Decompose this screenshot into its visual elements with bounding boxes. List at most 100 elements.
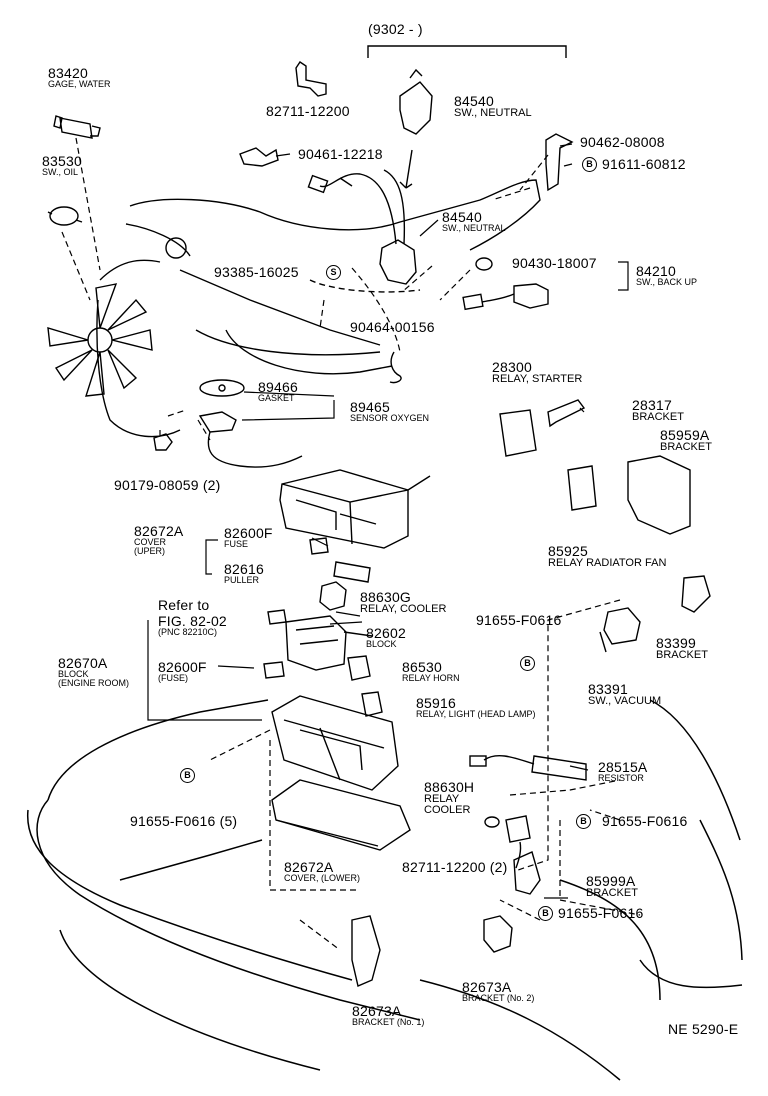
nut-90179: [153, 433, 173, 451]
puller-82616: [333, 561, 371, 583]
backup-switch-part: [462, 257, 549, 311]
part-desc-2: (ENGINE ROOM): [58, 678, 129, 688]
bracket-28317: [547, 399, 586, 428]
callout-89466: 89466 GASKET: [258, 380, 298, 403]
part-desc: FUSE: [224, 539, 249, 549]
part-number: 85959A: [660, 427, 710, 443]
callout-28317: 28317 BRACKET: [632, 398, 684, 423]
callout-82673a-no2: 82673A BRACKET (No. 2): [462, 980, 534, 1003]
callout-93385-16025: 93385-16025: [214, 264, 299, 280]
callout-refer-to: Refer to: [158, 597, 210, 613]
part-number: 28300: [492, 359, 532, 375]
callout-82672a-upper: 82672A COVER (UPER): [134, 524, 183, 556]
part-number: 88630G: [360, 589, 412, 605]
callout-91655-f0616-d: 91655-F0616: [558, 905, 644, 921]
part-number: 83420: [48, 65, 88, 81]
part-number: FIG. 82-02: [158, 613, 227, 629]
bolt-marker-icon: B: [538, 906, 553, 921]
callout-84540-lower: 84540 SW., NEUTRAL: [442, 210, 506, 233]
callout-90462-08008: 90462-08008: [580, 134, 665, 150]
part-desc: SW., BACK UP: [636, 277, 698, 287]
part-number: 28515A: [598, 759, 648, 775]
part-desc: BLOCK: [58, 669, 89, 679]
part-number: 85916: [416, 695, 456, 711]
callout-90179-08059: 90179-08059 (2): [114, 477, 221, 493]
part-number: 28317: [632, 397, 672, 413]
callout-leaders: [147, 143, 629, 899]
bracket-83399: [681, 575, 711, 613]
leader-lines-dashed: [61, 137, 641, 951]
bracket-no2: [483, 915, 513, 953]
part-desc: SW., NEUTRAL: [454, 107, 532, 119]
oil-switch-part: [47, 206, 83, 226]
part-desc: PULLER: [224, 575, 260, 585]
callout-86530: 86530 RELAY HORN: [402, 660, 460, 683]
cover-lower-part: [271, 779, 411, 851]
part-number: 82673A: [352, 1003, 402, 1019]
part-number: 89465: [350, 399, 390, 415]
fuse-82600f: [309, 537, 329, 555]
part-desc: BRACKET: [660, 441, 712, 453]
callout-82672a-lower: 82672A COVER, (LOWER): [284, 860, 360, 883]
callout-90464-00156: 90464-00156: [350, 319, 435, 335]
part-number: 83530: [42, 153, 82, 169]
part-number: 89466: [258, 379, 298, 395]
callout-91655-f0616-a: 91655-F0616: [476, 612, 562, 628]
part-desc-2: COOLER: [424, 804, 471, 816]
callout-82616: 82616 PULLER: [224, 562, 264, 585]
fuse-small-2: [267, 609, 287, 625]
relay-88630g: [319, 581, 347, 611]
part-desc: COVER, (LOWER): [284, 873, 361, 883]
part-desc: (FUSE): [158, 673, 188, 683]
oxygen-sensor-part: [198, 379, 303, 468]
part-number: 84540: [454, 93, 494, 109]
part-desc: RELAY, LIGHT (HEAD LAMP): [416, 709, 536, 719]
resistor-28515a: [469, 754, 587, 781]
callout-82600f-fuse-b: 82600F (FUSE): [158, 660, 207, 683]
bracket-85999a: [513, 851, 541, 895]
part-desc: BRACKET (No. 1): [352, 1017, 425, 1027]
footer-code: NE 5290-E: [668, 1021, 739, 1037]
callout-82711-12200: 82711-12200: [266, 103, 350, 119]
callout-90461-12218: 90461-12218: [298, 146, 383, 162]
fan-drawing: [47, 283, 153, 397]
callout-83391: 83391 SW., VACUUM: [588, 682, 661, 707]
callout-83420: 83420 GAGE, WATER: [48, 66, 111, 89]
callout-91655-f0616-c: 91655-F0616: [602, 813, 688, 829]
part-desc: SW., NEUTRAL: [442, 223, 506, 233]
bolt-marker-icon: B: [180, 768, 195, 783]
part-desc: GAGE, WATER: [48, 79, 111, 89]
callout-90430-18007: 90430-18007: [512, 255, 597, 271]
part-desc: SW., OIL: [42, 167, 79, 177]
callout-82600f-fuse: 82600F FUSE: [224, 526, 273, 549]
callout-28515a: 28515A RESISTOR: [598, 760, 647, 783]
part-desc: GASKET: [258, 393, 295, 403]
part-desc: RELAY RADIATOR FAN: [548, 557, 667, 569]
bracket-82711: [295, 61, 327, 97]
engine-outline: [96, 179, 541, 438]
part-desc: RELAY: [424, 793, 460, 805]
part-desc: RESISTOR: [598, 773, 644, 783]
relay-radiator-fan: [567, 465, 597, 511]
header-bracket: [367, 45, 567, 58]
part-number: 84540: [442, 209, 482, 225]
part-desc: BRACKET: [586, 887, 638, 899]
fuse-82600f-b: [263, 661, 285, 679]
callout-89465: 89465 SENSOR OXYGEN: [350, 400, 429, 423]
part-number: 82600F: [158, 659, 207, 675]
part-number: 83391: [588, 681, 628, 697]
callout-83530: 83530 SW., OIL: [42, 154, 82, 177]
part-number: 86530: [402, 659, 442, 675]
bracket-90462: [545, 133, 574, 192]
part-desc-2: (UPER): [134, 546, 165, 556]
part-number: 82672A: [134, 523, 184, 539]
neutral-switch-lower: [307, 169, 417, 285]
relay-starter: [499, 409, 537, 457]
callout-82673a-no1: 82673A BRACKET (No. 1): [352, 1004, 424, 1027]
part-number: 82670A: [58, 655, 108, 671]
callout-fig-82-02: FIG. 82-02 (PNC 82210C): [158, 614, 227, 637]
part-number: 82672A: [284, 859, 334, 875]
part-desc: (PNC 82210C): [158, 627, 218, 637]
